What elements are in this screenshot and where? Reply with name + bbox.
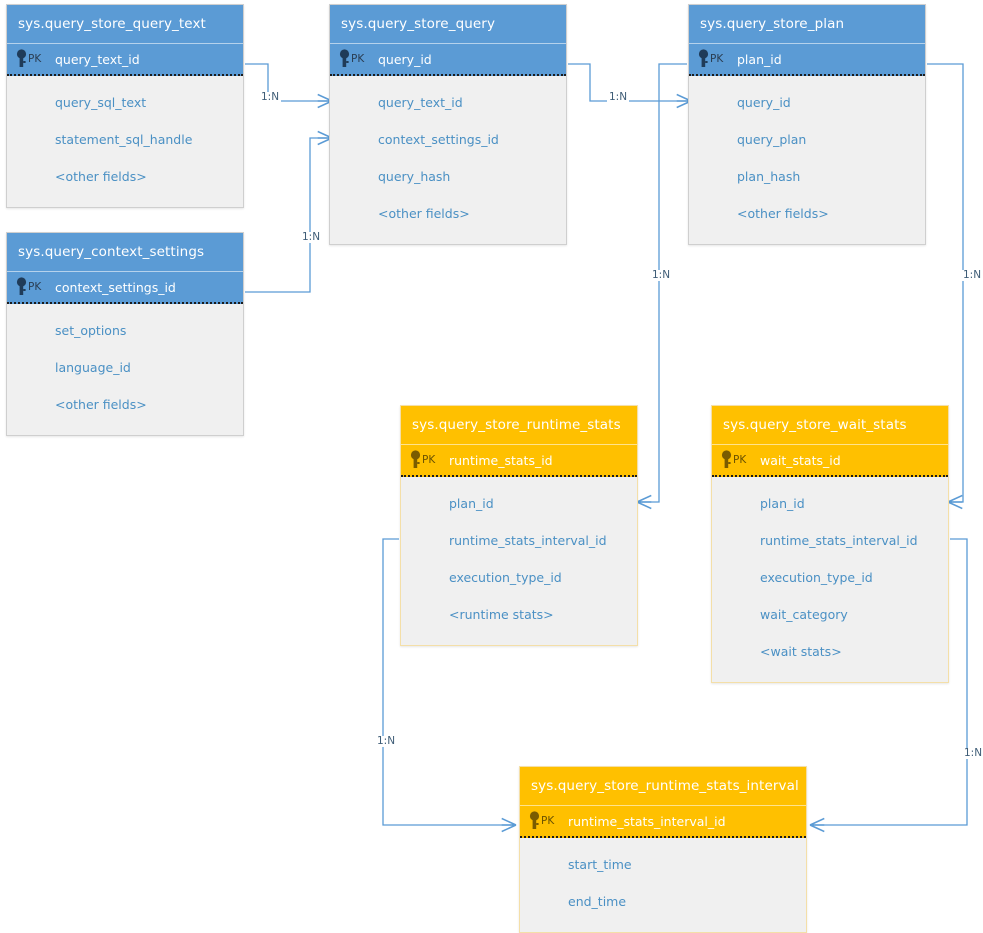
field-row[interactable]: query_id [737,95,791,110]
primary-key-name: query_id [378,51,432,67]
entity-title: sys.query_store_wait_stats [712,406,948,444]
pk-badge: PK [28,281,42,294]
field-list: plan_id runtime_stats_interval_id executio… [401,477,637,645]
primary-key-name: query_text_id [55,51,140,67]
field-list: query_id query_plan plan_hash <other fields… [689,76,925,244]
field-row[interactable]: <other fields> [378,206,470,221]
field-row[interactable]: end_time [568,894,627,909]
rel-context-settings-to-query [245,138,332,293]
field-list: query_sql_text statement_sql_handle <other… [7,76,243,207]
key-icon: PK [330,49,378,69]
field-row[interactable]: start_time [568,857,632,872]
field-row[interactable]: <other fields> [737,206,829,221]
entity-title: sys.query_context_settings [7,233,243,271]
field-row[interactable]: <runtime stats> [449,607,554,622]
entity-title: sys.query_store_query [330,5,566,43]
field-row[interactable]: <other fields> [55,397,147,412]
rel-query-to-plan [568,63,691,101]
key-icon: PK [712,450,760,470]
primary-key-row[interactable]: PK runtime_stats_interval_id [520,805,806,838]
key-icon: PK [401,450,449,470]
field-row[interactable]: wait_category [760,607,848,622]
field-list: set_options language_id <other fields> [7,304,243,435]
primary-key-row[interactable]: PK context_settings_id [7,271,243,304]
primary-key-row[interactable]: PK wait_stats_id [712,444,948,477]
key-icon: PK [7,277,55,297]
field-list: plan_id runtime_stats_interval_id executio… [712,477,948,682]
key-icon: PK [7,49,55,69]
primary-key-row[interactable]: PK runtime_stats_id [401,444,637,477]
cardinality-label: 1:N [300,231,323,243]
primary-key-name: wait_stats_id [760,452,841,468]
entity-title: sys.query_store_runtime_stats [401,406,637,444]
pk-badge: PK [541,815,555,828]
field-row[interactable]: plan_hash [737,169,801,184]
pk-badge: PK [422,454,436,467]
pk-badge: PK [351,53,365,66]
field-row[interactable]: query_text_id [378,95,463,110]
field-row[interactable]: language_id [55,360,131,375]
field-row[interactable]: set_options [55,323,127,338]
field-list: query_text_id context_settings_id query_ha… [330,76,566,244]
field-row[interactable]: <other fields> [55,169,147,184]
rel-plan-to-runtime-stats [637,63,687,502]
cardinality-label: 1:N [650,269,673,281]
entity-title: sys.query_store_plan [689,5,925,43]
primary-key-row[interactable]: PK query_id [330,43,566,76]
field-row[interactable]: query_hash [378,169,451,184]
cardinality-label: 1:N [607,91,630,103]
pk-badge: PK [733,454,747,467]
pk-badge: PK [28,53,42,66]
field-row[interactable]: statement_sql_handle [55,132,193,147]
cardinality-label: 1:N [259,91,282,103]
cardinality-label: 1:N [375,735,398,747]
field-row[interactable]: runtime_stats_interval_id [449,533,607,548]
field-row[interactable]: plan_id [760,496,805,511]
primary-key-row[interactable]: PK plan_id [689,43,925,76]
field-row[interactable]: <wait stats> [760,644,842,659]
key-icon: PK [689,49,737,69]
primary-key-name: plan_id [737,51,782,67]
primary-key-row[interactable]: PK query_text_id [7,43,243,76]
field-row[interactable]: query_plan [737,132,807,147]
field-row[interactable]: execution_type_id [449,570,562,585]
cardinality-label: 1:N [961,269,983,281]
primary-key-name: context_settings_id [55,279,176,295]
primary-key-name: runtime_stats_interval_id [568,813,726,829]
entity-title: sys.query_store_query_text [7,5,243,43]
field-row[interactable]: query_sql_text [55,95,147,110]
cardinality-label: 1:N [962,747,983,759]
entity-title: sys.query_store_runtime_stats_interval [520,767,806,805]
pk-badge: PK [710,53,724,66]
field-row[interactable]: execution_type_id [760,570,873,585]
field-list: start_time end_time [520,838,806,932]
primary-key-name: runtime_stats_id [449,452,553,468]
field-row[interactable]: context_settings_id [378,132,499,147]
field-row[interactable]: plan_id [449,496,494,511]
field-row[interactable]: runtime_stats_interval_id [760,533,918,548]
key-icon: PK [520,811,568,831]
